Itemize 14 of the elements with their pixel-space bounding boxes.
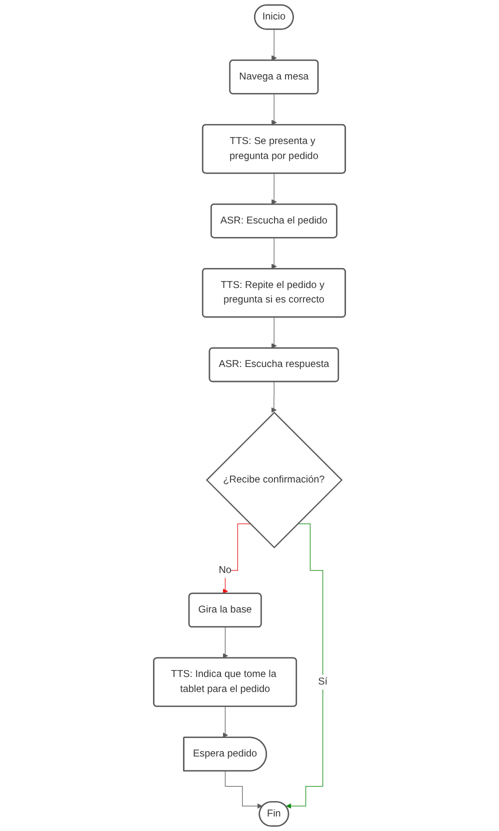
edge-label: No (218, 564, 232, 576)
node-diamond: ¿Recibe confirmación? (206, 412, 343, 548)
arrow (224, 770, 262, 809)
arrow (271, 29, 277, 61)
arrow (271, 238, 277, 270)
arrow (222, 626, 228, 658)
arrow (271, 173, 277, 205)
arrow (271, 94, 277, 126)
arrow (286, 524, 324, 809)
arrow (222, 706, 228, 738)
edge-label: Sí (318, 676, 328, 688)
arrow (271, 316, 277, 349)
arrow (271, 382, 277, 413)
arrow (222, 524, 251, 594)
